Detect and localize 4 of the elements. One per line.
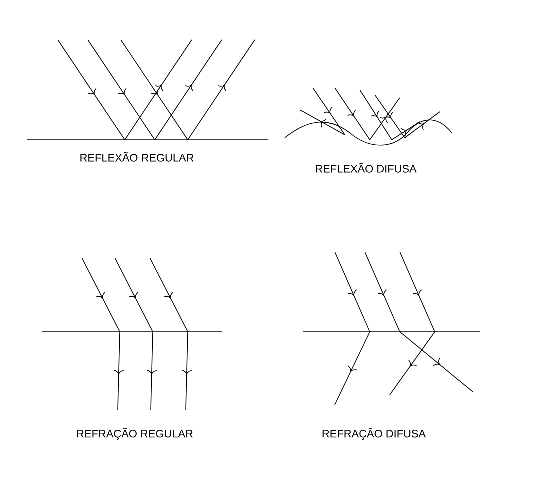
caption-text: REFRAÇÃO REGULAR — [77, 428, 193, 440]
caption-text: REFLEXÃO REGULAR — [80, 152, 194, 162]
caption-text: REFRAÇÃO DIFUSA — [322, 428, 426, 440]
caption-text: REFLEXÃO DIFUSA — [316, 163, 417, 173]
